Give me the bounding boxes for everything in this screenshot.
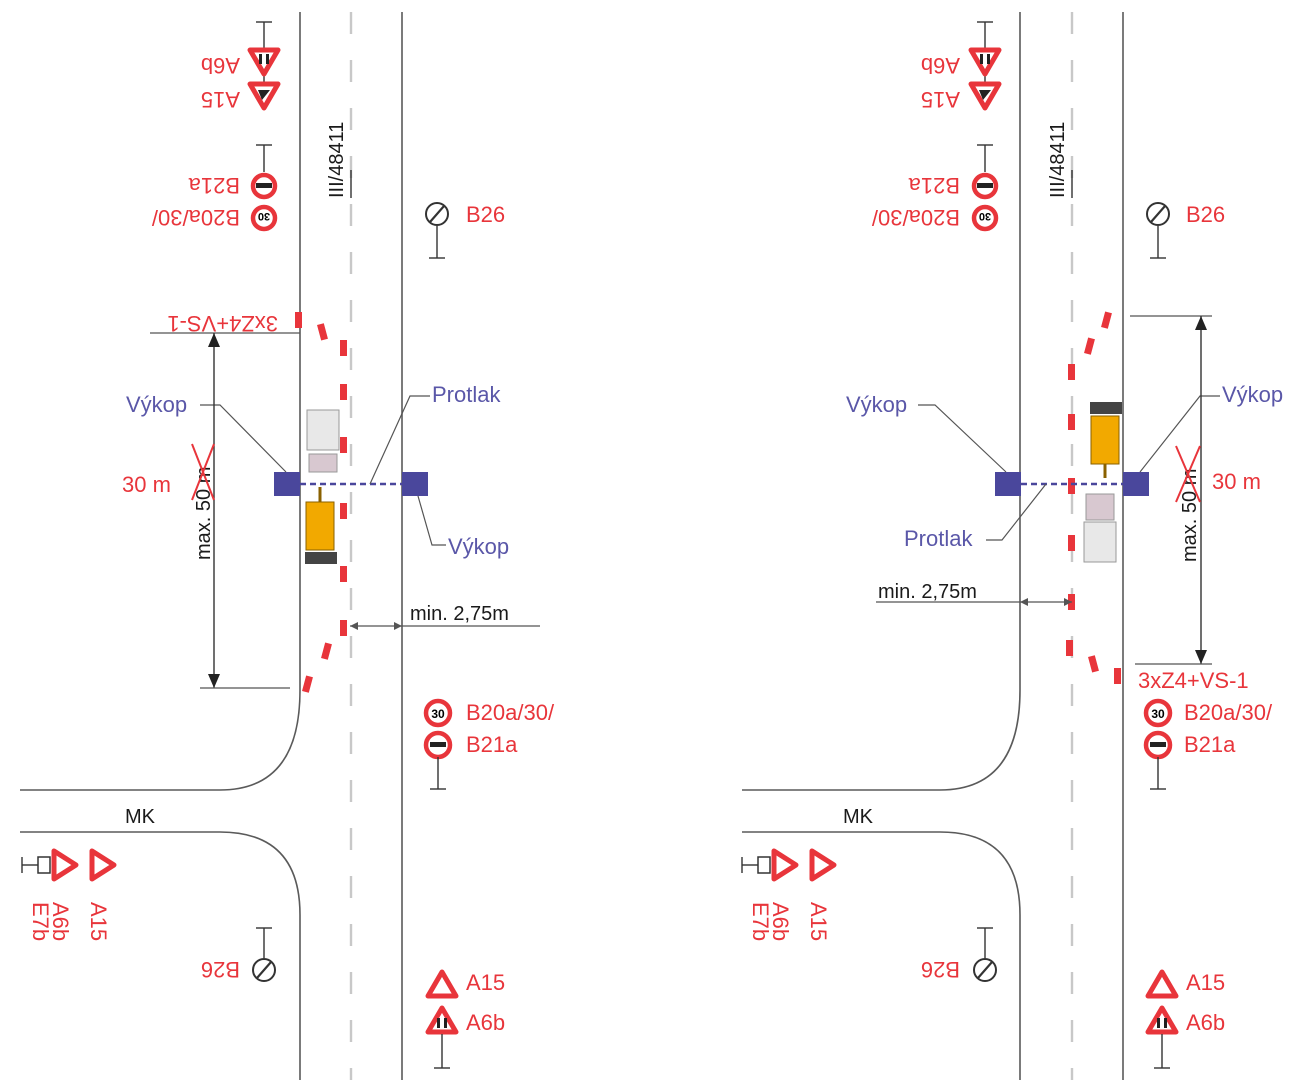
- road-label: III/48411: [326, 122, 348, 198]
- sign-label: A6b: [466, 1010, 505, 1035]
- lane-width-dimension: min. 2,75m: [350, 603, 540, 630]
- a6b-sign-icon: [51, 848, 79, 882]
- lane-width-label: min. 2,75m: [410, 603, 509, 625]
- a6b-sign-icon: [425, 1005, 459, 1035]
- lane-width-label: min. 2,75m: [878, 581, 977, 603]
- sign-label: B20a/30/: [466, 700, 555, 725]
- sign-label: E7b: [748, 902, 773, 941]
- sign-label: B26: [921, 957, 960, 982]
- road-label: III/48411: [1047, 122, 1069, 198]
- barrier-set-label: 3xZ4+VS-1: [167, 311, 278, 336]
- lane-width-dimension: min. 2,75m: [876, 581, 1072, 606]
- a6b-sign-icon: [247, 47, 281, 77]
- sign-label: A15: [1186, 970, 1225, 995]
- a15-sign-icon: [809, 848, 837, 882]
- sign-group-top: A6b A15: [201, 21, 281, 112]
- sign-group-side: A6b E7b A15: [741, 848, 837, 941]
- road-edge-left-upper: [20, 12, 301, 791]
- sign-label: B26: [466, 202, 505, 227]
- b20a-sign-icon: [1143, 698, 1173, 728]
- sign-group-bottom: A15 A6b: [425, 969, 505, 1069]
- sign-label: A15: [466, 970, 505, 995]
- sign-label: B26: [201, 957, 240, 982]
- a6b-sign-icon: [1145, 1005, 1179, 1035]
- speed-value: 30: [431, 707, 445, 721]
- excavator-icon: [305, 487, 337, 564]
- sign-label: E7b: [28, 902, 53, 941]
- a15-sign-icon: [1145, 969, 1179, 999]
- sign-group-b26-upper: B26: [1146, 202, 1225, 259]
- b20a-sign-icon: [971, 204, 999, 232]
- sign-group-round-bottom: 30 B20a/30/ B21a: [1143, 698, 1273, 790]
- distance-new-label: 30 m: [1212, 469, 1261, 494]
- left-panel: III/48411 MK A6b A15 30 B21a B20a/30/: [20, 12, 555, 1080]
- sign-group-round-top: 30 B21a B20a/30/: [871, 144, 999, 232]
- distance-old-label: max. 50 m: [1179, 469, 1201, 562]
- sign-label: A6b: [921, 53, 960, 78]
- b20a-sign-icon: [423, 698, 453, 728]
- excavation-pit-left: [995, 472, 1021, 496]
- sign-group-b26-lower: B26: [201, 927, 276, 982]
- boring-label: Protlak: [432, 382, 501, 407]
- distance-dimension: max. 50 m 30 m: [122, 333, 290, 689]
- distance-dimension: max. 50 m 30 m: [1130, 315, 1261, 665]
- side-road-label: MK: [843, 806, 874, 828]
- sign-label: A15: [921, 87, 960, 112]
- distance-new-label: 30 m: [122, 472, 171, 497]
- sign-label: B20a/30/: [151, 205, 240, 230]
- e7b-sign-icon: [757, 856, 771, 874]
- excavation-pit-left: [274, 472, 300, 496]
- sign-label: B20a/30/: [871, 205, 960, 230]
- sign-group-side: A6b E7b A15: [21, 848, 117, 941]
- road-edge-left-lower: [20, 831, 301, 1080]
- sign-group-round-bottom: 30 B20a/30/ B21a: [423, 698, 555, 790]
- boring-label: Protlak: [904, 526, 973, 551]
- excavator-icon: [1090, 402, 1122, 478]
- a15-sign-icon: [425, 969, 459, 999]
- sign-label: B20a/30/: [1184, 700, 1273, 725]
- road-edge-left-lower: [742, 831, 1021, 1080]
- sign-group-b26-upper: B26: [425, 202, 505, 259]
- sign-label: A6b: [201, 53, 240, 78]
- sign-label: A15: [201, 87, 240, 112]
- sign-label: A15: [86, 902, 111, 941]
- excavation-pit-right: [1123, 472, 1149, 496]
- distance-old-label: max. 50 m: [193, 467, 215, 560]
- road-edge-left-upper: [742, 12, 1021, 791]
- barrier-row: [295, 312, 347, 693]
- speed-value: 30: [258, 210, 270, 222]
- sign-label: A6b: [1186, 1010, 1225, 1035]
- excavation-label-right: Výkop: [448, 534, 509, 559]
- excavation-pit-right: [402, 472, 428, 496]
- barrier-set-label: 3xZ4+VS-1: [1138, 668, 1249, 693]
- a6b-sign-icon: [771, 848, 799, 882]
- excavation-label-left: Výkop: [846, 392, 907, 417]
- sign-group-bottom: A15 A6b: [1145, 969, 1225, 1069]
- e7b-sign-icon: [37, 856, 51, 874]
- speed-value: 30: [1151, 707, 1165, 721]
- truck-icon: [306, 409, 340, 473]
- sign-label: A15: [806, 902, 831, 941]
- b20a-sign-icon: [250, 204, 278, 232]
- sign-label: B21a: [1184, 732, 1236, 757]
- speed-value: 30: [979, 210, 991, 222]
- sign-label: A6b: [48, 902, 73, 941]
- sign-label: B21a: [188, 173, 240, 198]
- a6b-sign-icon: [968, 47, 1002, 77]
- side-road-label: MK: [125, 806, 156, 828]
- a15-sign-icon: [89, 848, 117, 882]
- truck-icon: [1083, 493, 1117, 563]
- sign-label: A6b: [768, 902, 793, 941]
- sign-group-b26-lower: B26: [921, 927, 997, 982]
- sign-group-top: A6b A15: [921, 21, 1002, 112]
- right-panel: III/48411 MK A6b A15 30 B21a B20a/30/: [741, 12, 1283, 1080]
- sign-label: B21a: [908, 173, 960, 198]
- excavation-label-right: Výkop: [1222, 382, 1283, 407]
- excavation-label-left: Výkop: [126, 392, 187, 417]
- sign-label: B21a: [466, 732, 518, 757]
- sign-group-round-top: 30 B21a B20a/30/: [151, 144, 278, 232]
- sign-label: B26: [1186, 202, 1225, 227]
